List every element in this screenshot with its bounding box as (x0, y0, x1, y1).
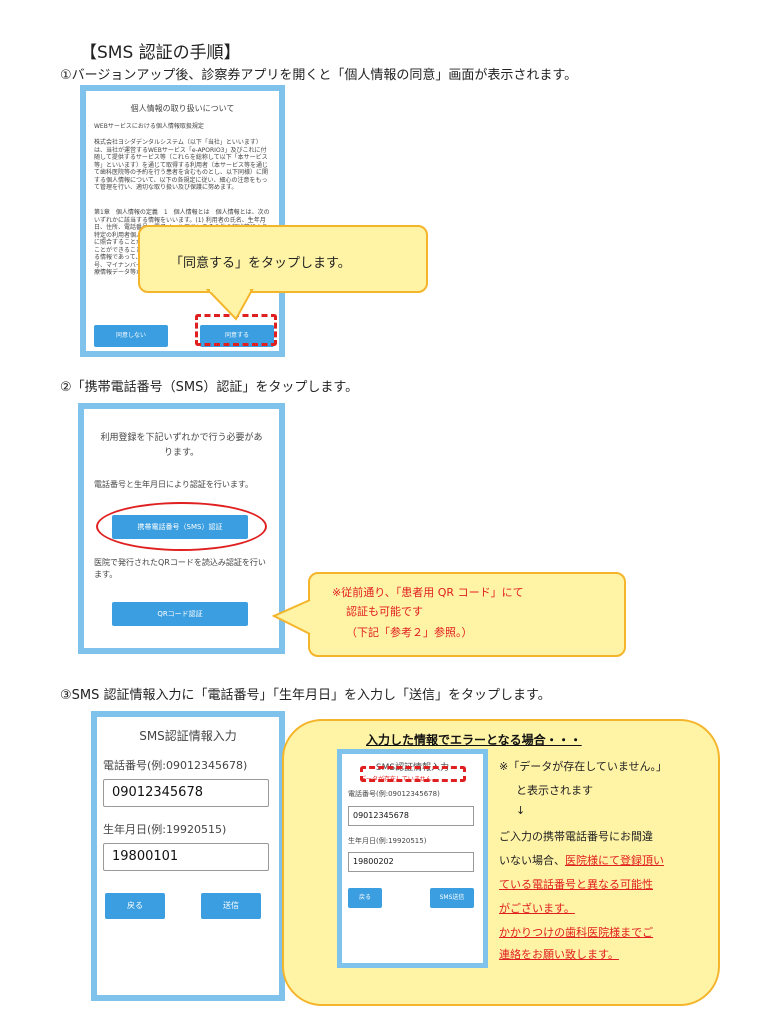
callout-qr-pointer (272, 599, 312, 635)
error-text-line-5-emphasis: 医院様にて登録頂い (565, 854, 664, 867)
step-1-instruction: ①バージョンアップ後、診察券アプリを開くと「個人情報の同意」画面が表示されます。 (60, 68, 578, 83)
qr-auth-description: 医院で発行されたQRコードを読込み認証を行います。 (94, 558, 266, 579)
mini-back-button[interactable]: 戻る (348, 888, 382, 908)
error-text-line-2: と表示されます (516, 784, 593, 797)
callout-agree-pointer (206, 289, 254, 321)
agree-button[interactable]: 同意する (200, 325, 274, 347)
consent-paragraph-1: 株式会社ヨシダデンタルシステム（以下「当社」といいます）は、当社が運営するWEB… (94, 139, 269, 191)
registration-notice: 利用登録を下記いずれかで行う必要があります。 (100, 433, 263, 458)
mini-birthdate-label: 生年月日(例:19920515) (348, 837, 427, 845)
error-text-line-8: かかりつけの歯科医院様までご (499, 926, 654, 939)
phone-number-input[interactable]: 09012345678 (103, 779, 269, 807)
error-text-line-5-plain: いない場合、 (499, 854, 565, 867)
mini-phone-number-label: 電話番号(例:09012345678) (348, 790, 440, 798)
sms-auth-description: 電話番号と生年月日により認証を行います。 (94, 480, 254, 489)
callout-qr-line-2: 認証も可能です (346, 605, 423, 618)
error-text-line-6: ている電話番号と異なる可能性 (499, 878, 653, 891)
error-text-line-5: いない場合、医院様にて登録頂い (499, 852, 664, 868)
error-text-line-4: ご入力の携帯電話番号にお間違 (499, 830, 653, 843)
error-message-highlight (360, 766, 466, 782)
phone-screen-sms-input: SMS認証情報入力 電話番号(例:09012345678) 0901234567… (91, 711, 285, 1001)
decline-button[interactable]: 同意しない (94, 325, 168, 347)
phone-number-label: 電話番号(例:09012345678) (103, 759, 248, 772)
consent-title: 個人情報の取り扱いについて (130, 104, 235, 113)
callout-qr-line-1: ※従前通り、「患者用 QR コード」にて (332, 586, 524, 599)
qr-auth-button[interactable]: QRコード認証 (112, 602, 248, 626)
error-case-heading: 入力した情報でエラーとなる場合・・・ (366, 733, 582, 747)
callout-qr-note (308, 572, 626, 657)
mini-birthdate-input[interactable]: 19800202 (348, 852, 474, 872)
document-title: 【SMS 認証の手順】 (80, 43, 241, 63)
step-3-instruction: ③SMS 認証情報入力に「電話番号」「生年月日」を入力し「送信」をタップします。 (60, 688, 551, 703)
mini-sms-send-button[interactable]: SMS送信 (430, 888, 474, 908)
error-arrow: ↓ (516, 804, 526, 817)
error-text-line-9: 連絡をお願い致します。 (499, 948, 619, 961)
error-text-line-1: ※「データが存在していません。」 (499, 760, 668, 773)
birthdate-label: 生年月日(例:19920515) (103, 823, 227, 836)
callout-agree (138, 225, 428, 293)
step-2-instruction: ②「携帯電話番号（SMS）認証」をタップします。 (60, 380, 359, 395)
birthdate-input[interactable]: 19800101 (103, 843, 269, 871)
error-text-line-7: がございます。 (499, 902, 575, 915)
consent-subtitle: WEBサービスにおける個人情報取扱規定 (94, 123, 204, 130)
send-button[interactable]: 送信 (201, 893, 261, 919)
back-button[interactable]: 戻る (105, 893, 165, 919)
callout-qr-line-3: （下記「参考２」参照。） (346, 626, 473, 639)
sms-input-title: SMS認証情報入力 (139, 729, 237, 743)
mini-phone-number-input[interactable]: 09012345678 (348, 806, 474, 826)
callout-agree-text: 「同意する」をタップします。 (170, 256, 351, 271)
sms-button-highlight (96, 502, 267, 551)
